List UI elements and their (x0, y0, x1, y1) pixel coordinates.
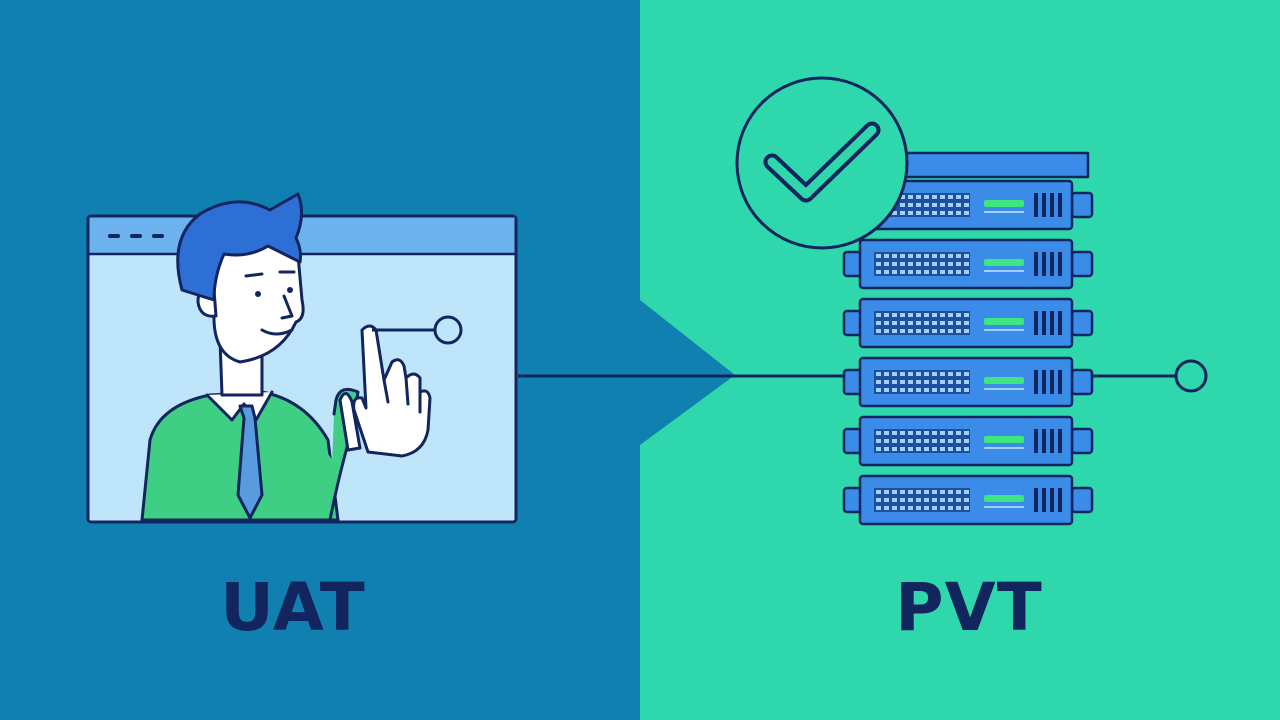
server-unit (842, 415, 1094, 467)
pvt-label: PVT (895, 569, 1043, 646)
user-icon (140, 192, 340, 522)
status-indicator (984, 318, 1024, 325)
pointer-target-circle (433, 315, 463, 345)
server-unit (842, 238, 1094, 290)
server-unit (842, 356, 1094, 408)
check-circle-icon (735, 76, 909, 250)
status-indicator (984, 377, 1024, 384)
server-rack-icon (842, 151, 1094, 526)
status-indicator (984, 495, 1024, 502)
status-indicator (984, 259, 1024, 266)
status-indicator (984, 436, 1024, 443)
status-indicator (984, 200, 1024, 207)
window-dots (108, 234, 164, 238)
connector-end-circle (1174, 359, 1208, 393)
server-unit (842, 297, 1094, 349)
pointing-hand-icon (328, 324, 432, 522)
server-unit (842, 474, 1094, 526)
uat-label: UAT (220, 569, 366, 646)
